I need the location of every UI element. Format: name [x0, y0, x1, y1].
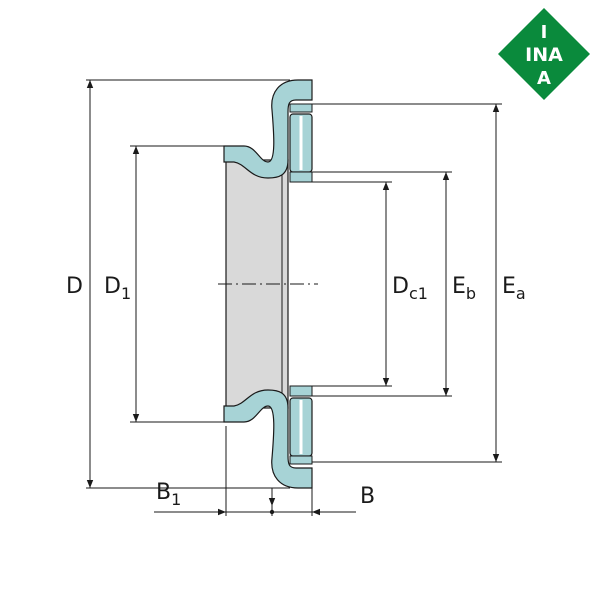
- label-B: B: [360, 484, 375, 509]
- label-D: D: [66, 274, 83, 299]
- logo-top-letter: I: [541, 22, 548, 43]
- dimension-lines: [86, 80, 500, 516]
- cage-bottom-inner: [289, 385, 313, 397]
- extension-lines: [86, 79, 502, 516]
- cage-top-outer: [289, 103, 313, 113]
- housing-top: [223, 79, 313, 179]
- label-Dc1: Dc1: [392, 274, 428, 303]
- reference-dot: [269, 509, 275, 515]
- label-Ea: Ea: [502, 274, 526, 303]
- cage-bottom-outer: [289, 455, 313, 465]
- label-Eb: Eb: [452, 274, 476, 303]
- label-D1: D1: [104, 274, 131, 303]
- logo-middle-word: INA: [525, 44, 563, 66]
- label-B1: B1: [156, 480, 181, 509]
- cage-top-inner: [289, 171, 313, 183]
- housing-bottom: [223, 389, 313, 489]
- logo-diamond: [498, 8, 590, 100]
- ina-logo: I INA A: [498, 8, 590, 100]
- logo-bottom-letter: A: [537, 68, 551, 89]
